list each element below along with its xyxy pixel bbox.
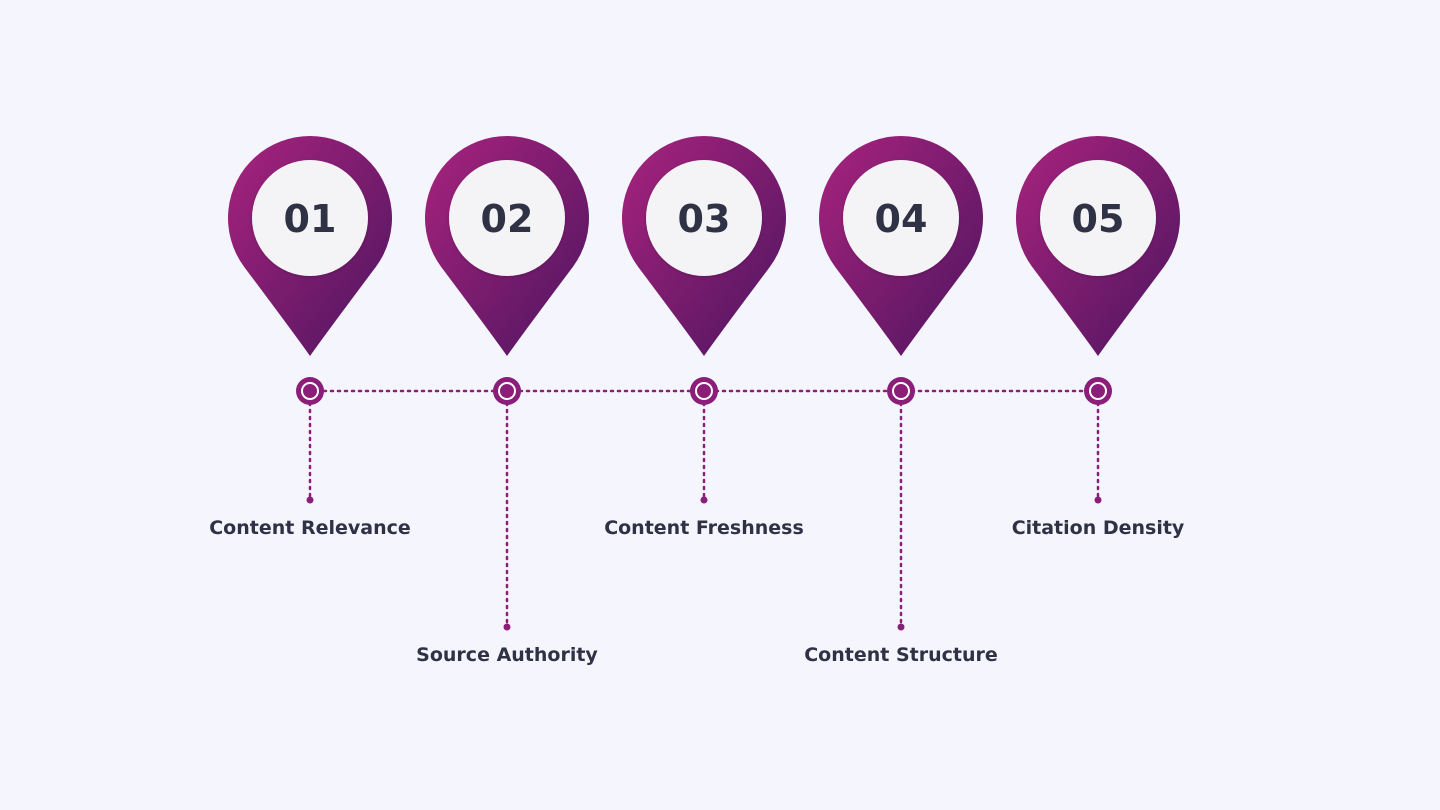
- step-number: 04: [875, 197, 928, 241]
- step-label: Content Relevance: [209, 517, 411, 539]
- pin-inner-circle: [252, 160, 368, 276]
- step-number: 05: [1072, 197, 1125, 241]
- timeline-node-icon: [690, 377, 718, 405]
- pin-inner-circle: [449, 160, 565, 276]
- step-number: 02: [481, 197, 534, 241]
- label-line-dot: [1094, 496, 1102, 504]
- step-number: 01: [284, 197, 337, 241]
- label-line-dot: [700, 496, 708, 504]
- timeline-node-icon: [887, 377, 915, 405]
- step-01: 01: [218, 136, 402, 504]
- label-line-dot: [897, 623, 905, 631]
- step-05: 05: [1006, 136, 1190, 504]
- step-label: Citation Density: [1011, 517, 1185, 539]
- step-label: Content Structure: [804, 644, 998, 666]
- step-number: 03: [678, 197, 731, 241]
- step-label: Source Authority: [416, 644, 598, 666]
- step-02: 02: [415, 136, 599, 631]
- timeline-node-icon: [493, 377, 521, 405]
- timeline-node-icon: [1084, 377, 1112, 405]
- label-line-dot: [503, 623, 511, 631]
- timeline-node-icon: [296, 377, 324, 405]
- pin-inner-circle: [843, 160, 959, 276]
- step-03: 03: [612, 136, 796, 504]
- step-04: 04: [809, 136, 993, 631]
- pin-inner-circle: [1040, 160, 1156, 276]
- step-label: Content Freshness: [604, 517, 804, 539]
- pin-inner-circle: [646, 160, 762, 276]
- label-line-dot: [306, 496, 314, 504]
